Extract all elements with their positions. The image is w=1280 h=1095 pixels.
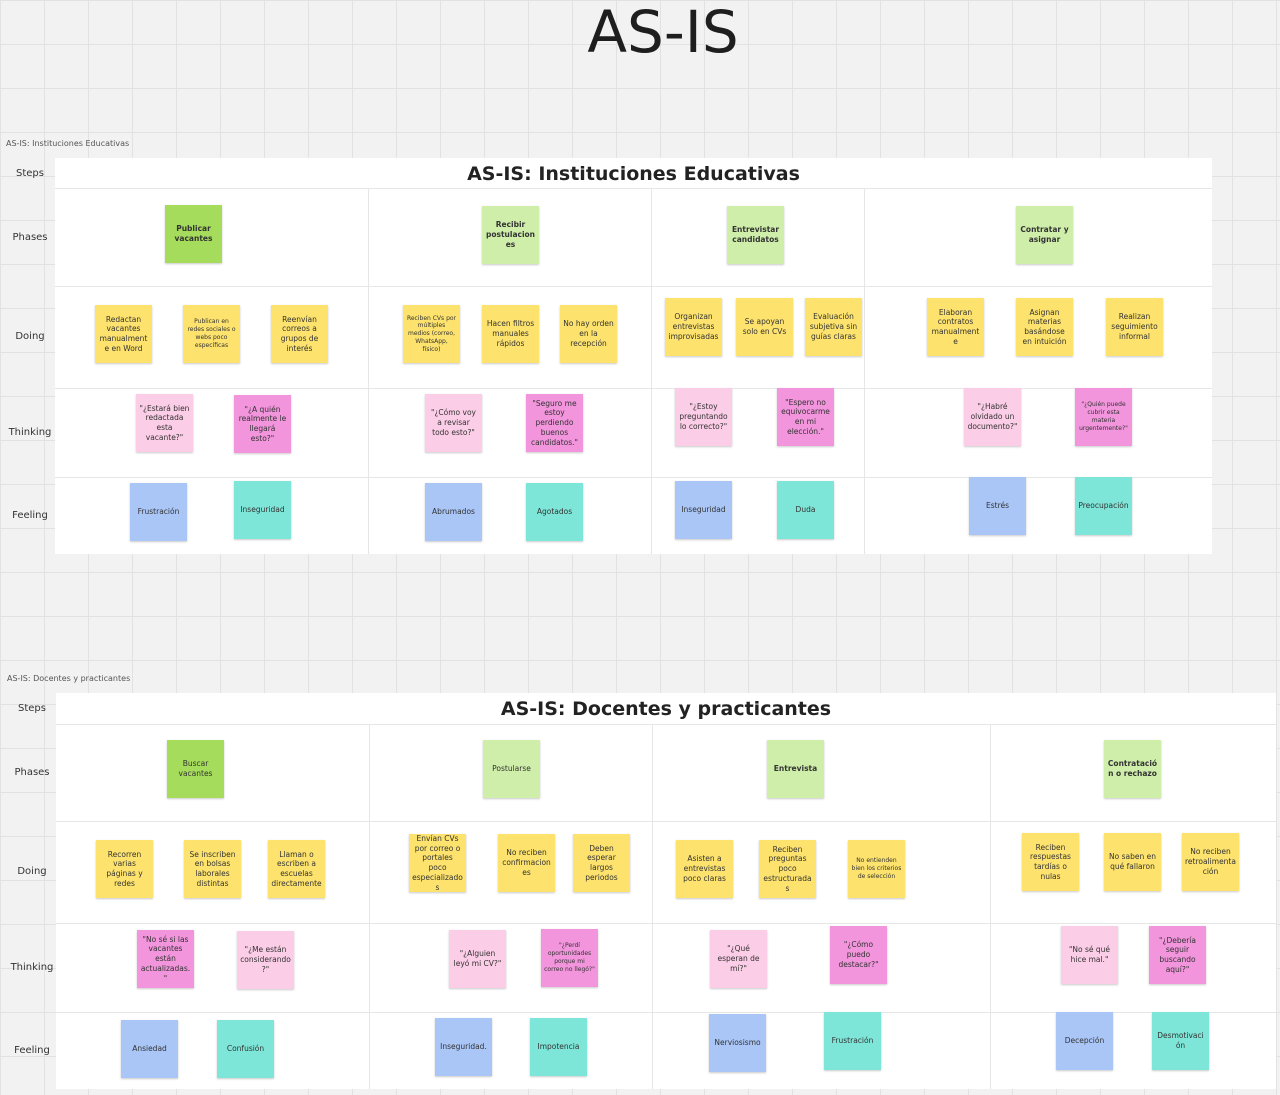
sticky-note-feeling[interactable]: Nerviosismo	[709, 1014, 766, 1072]
sticky-note-thinking[interactable]: "Seguro me estoy perdiendo buenos candid…	[526, 394, 583, 452]
sticky-note-thinking[interactable]: "¿Cómo puedo destacar?"	[830, 926, 887, 984]
sticky-note-thinking[interactable]: "¿Qué esperan de mí?"	[710, 930, 767, 988]
sticky-note-feeling[interactable]: Inseguridad.	[435, 1018, 492, 1076]
sticky-note-doing[interactable]: Envían CVs por correo o portales poco es…	[409, 834, 466, 892]
sticky-note-phase[interactable]: Recibir postulaciones	[482, 206, 539, 264]
sticky-note-thinking[interactable]: "¿Perdí oportunidades porque mi correo n…	[541, 929, 598, 987]
sticky-note-phase[interactable]: Buscar vacantes	[167, 740, 224, 798]
sticky-note-phase[interactable]: Entrevista	[767, 740, 824, 798]
sticky-note-thinking[interactable]: "¿Alguien leyó mi CV?"	[449, 930, 506, 988]
sticky-note-thinking[interactable]: "¿Cómo voy a revisar todo esto?"	[425, 394, 482, 452]
sticky-note-thinking[interactable]: "No sé si las vacantes están actualizada…	[137, 930, 194, 988]
row-divider	[55, 188, 1212, 189]
row-label-thinking: Thinking	[8, 427, 52, 438]
row-divider	[55, 388, 1212, 389]
sticky-note-feeling[interactable]: Frustración	[824, 1012, 881, 1070]
column-divider	[652, 724, 653, 1089]
sticky-note-feeling[interactable]: Decepción	[1056, 1012, 1113, 1070]
sticky-note-thinking[interactable]: "¿Estará bien redactada esta vacante?"	[136, 394, 193, 452]
row-label-phases: Phases	[12, 232, 48, 243]
sticky-note-doing[interactable]: Redactan vacantes manualmente en Word	[95, 305, 152, 363]
sticky-note-doing[interactable]: Hacen filtros manuales rápidos	[482, 305, 539, 363]
row-divider	[56, 1012, 1276, 1013]
row-label-feeling: Feeling	[12, 510, 48, 521]
column-divider	[368, 188, 369, 554]
row-label-thinking: Thinking	[10, 962, 54, 973]
sticky-note-doing[interactable]: Organizan entrevistas improvisadas	[665, 298, 722, 356]
row-divider	[55, 286, 1212, 287]
sticky-note-thinking[interactable]: "No sé qué hice mal."	[1061, 926, 1118, 984]
sticky-note-phase[interactable]: Contratación o rechazo	[1104, 740, 1161, 798]
column-divider	[864, 188, 865, 554]
sticky-note-thinking[interactable]: "¿Me están considerando?"	[237, 931, 294, 989]
sticky-note-doing[interactable]: No entienden bien los criterios de selec…	[848, 840, 905, 898]
row-divider	[56, 923, 1276, 924]
row-label-doing: Doing	[15, 331, 45, 342]
sticky-note-feeling[interactable]: Agotados	[526, 483, 583, 541]
sticky-note-feeling[interactable]: Confusión	[217, 1020, 274, 1078]
page-title: AS-IS	[587, 0, 739, 66]
sticky-note-feeling[interactable]: Inseguridad	[675, 481, 732, 539]
sticky-note-phase[interactable]: Postularse	[483, 740, 540, 798]
sticky-note-doing[interactable]: Reciben preguntas poco estructuradas	[759, 840, 816, 898]
row-divider	[55, 477, 1212, 478]
sticky-note-feeling[interactable]: Ansiedad	[121, 1020, 178, 1078]
sticky-note-doing[interactable]: Llaman o escriben a escuelas directament…	[268, 840, 325, 898]
sticky-note-feeling[interactable]: Inseguridad	[234, 481, 291, 539]
sticky-note-phase[interactable]: Publicar vacantes	[165, 205, 222, 263]
row-label-steps: Steps	[16, 168, 44, 179]
sticky-note-doing[interactable]: Reenvían correos a grupos de interés	[271, 305, 328, 363]
sticky-note-doing[interactable]: Elaboran contratos manualmente	[927, 298, 984, 356]
sticky-note-doing[interactable]: Reciben CVs por múltiples medios (correo…	[403, 305, 460, 363]
sticky-note-feeling[interactable]: Frustración	[130, 483, 187, 541]
sticky-note-thinking[interactable]: "¿A quién realmente le llegará esto?"	[234, 395, 291, 453]
column-divider	[990, 724, 991, 1089]
sticky-note-doing[interactable]: Realizan seguimiento informal	[1106, 298, 1163, 356]
sticky-note-doing[interactable]: Deben esperar largos periodos	[573, 834, 630, 892]
sticky-note-doing[interactable]: Asisten a entrevistas poco claras	[676, 840, 733, 898]
sticky-note-feeling[interactable]: Desmotivación	[1152, 1012, 1209, 1070]
row-label-steps: Steps	[18, 703, 46, 714]
row-label-doing: Doing	[17, 866, 47, 877]
sticky-note-thinking[interactable]: "¿Debería seguir buscando aquí?"	[1149, 926, 1206, 984]
frame-label[interactable]: AS-IS: Docentes y practicantes	[7, 674, 131, 683]
sticky-note-doing[interactable]: Evaluación subjetiva sin guías claras	[805, 298, 862, 356]
sticky-note-thinking[interactable]: "¿Quién puede cubrir esta materia urgent…	[1075, 388, 1132, 446]
sticky-note-thinking[interactable]: "Espero no equivocarme en mi elección."	[777, 388, 834, 446]
column-divider	[651, 188, 652, 554]
sticky-note-doing[interactable]: Se apoyan solo en CVs	[736, 298, 793, 356]
sticky-note-doing[interactable]: Asignan materias basándose en intuición	[1016, 298, 1073, 356]
row-label-feeling: Feeling	[14, 1045, 50, 1056]
sticky-note-feeling[interactable]: Impotencia	[530, 1018, 587, 1076]
sticky-note-feeling[interactable]: Duda	[777, 481, 834, 539]
frame-label[interactable]: AS-IS: Instituciones Educativas	[6, 139, 130, 148]
sticky-note-phase[interactable]: Entrevistar candidatos	[727, 206, 784, 264]
sticky-note-doing[interactable]: No reciben retroalimentación	[1182, 833, 1239, 891]
board-title[interactable]: AS-IS: Docentes y practicantes	[500, 698, 832, 720]
sticky-note-doing[interactable]: No reciben confirmaciones	[498, 834, 555, 892]
sticky-note-doing[interactable]: No saben en qué fallaron	[1104, 833, 1161, 891]
sticky-note-doing[interactable]: Publican en redes sociales o webs poco e…	[183, 305, 240, 363]
sticky-note-thinking[interactable]: "¿Habré olvidado un documento?"	[964, 388, 1021, 446]
sticky-note-feeling[interactable]: Estrés	[969, 477, 1026, 535]
sticky-note-thinking[interactable]: "¿Estoy preguntando lo correcto?"	[675, 388, 732, 446]
sticky-note-doing[interactable]: Recorren varias páginas y redes	[96, 840, 153, 898]
sticky-note-doing[interactable]: Se inscriben en bolsas laborales distint…	[184, 840, 241, 898]
sticky-note-feeling[interactable]: Preocupación	[1075, 477, 1132, 535]
board-title[interactable]: AS-IS: Instituciones Educativas	[467, 163, 800, 185]
sticky-note-phase[interactable]: Contratar y asignar	[1016, 206, 1073, 264]
row-label-phases: Phases	[14, 767, 50, 778]
sticky-note-doing[interactable]: No hay orden en la recepción	[560, 305, 617, 363]
sticky-note-doing[interactable]: Reciben respuestas tardías o nulas	[1022, 833, 1079, 891]
row-divider	[56, 821, 1276, 822]
sticky-note-feeling[interactable]: Abrumados	[425, 483, 482, 541]
column-divider	[369, 724, 370, 1089]
row-divider	[56, 724, 1276, 725]
